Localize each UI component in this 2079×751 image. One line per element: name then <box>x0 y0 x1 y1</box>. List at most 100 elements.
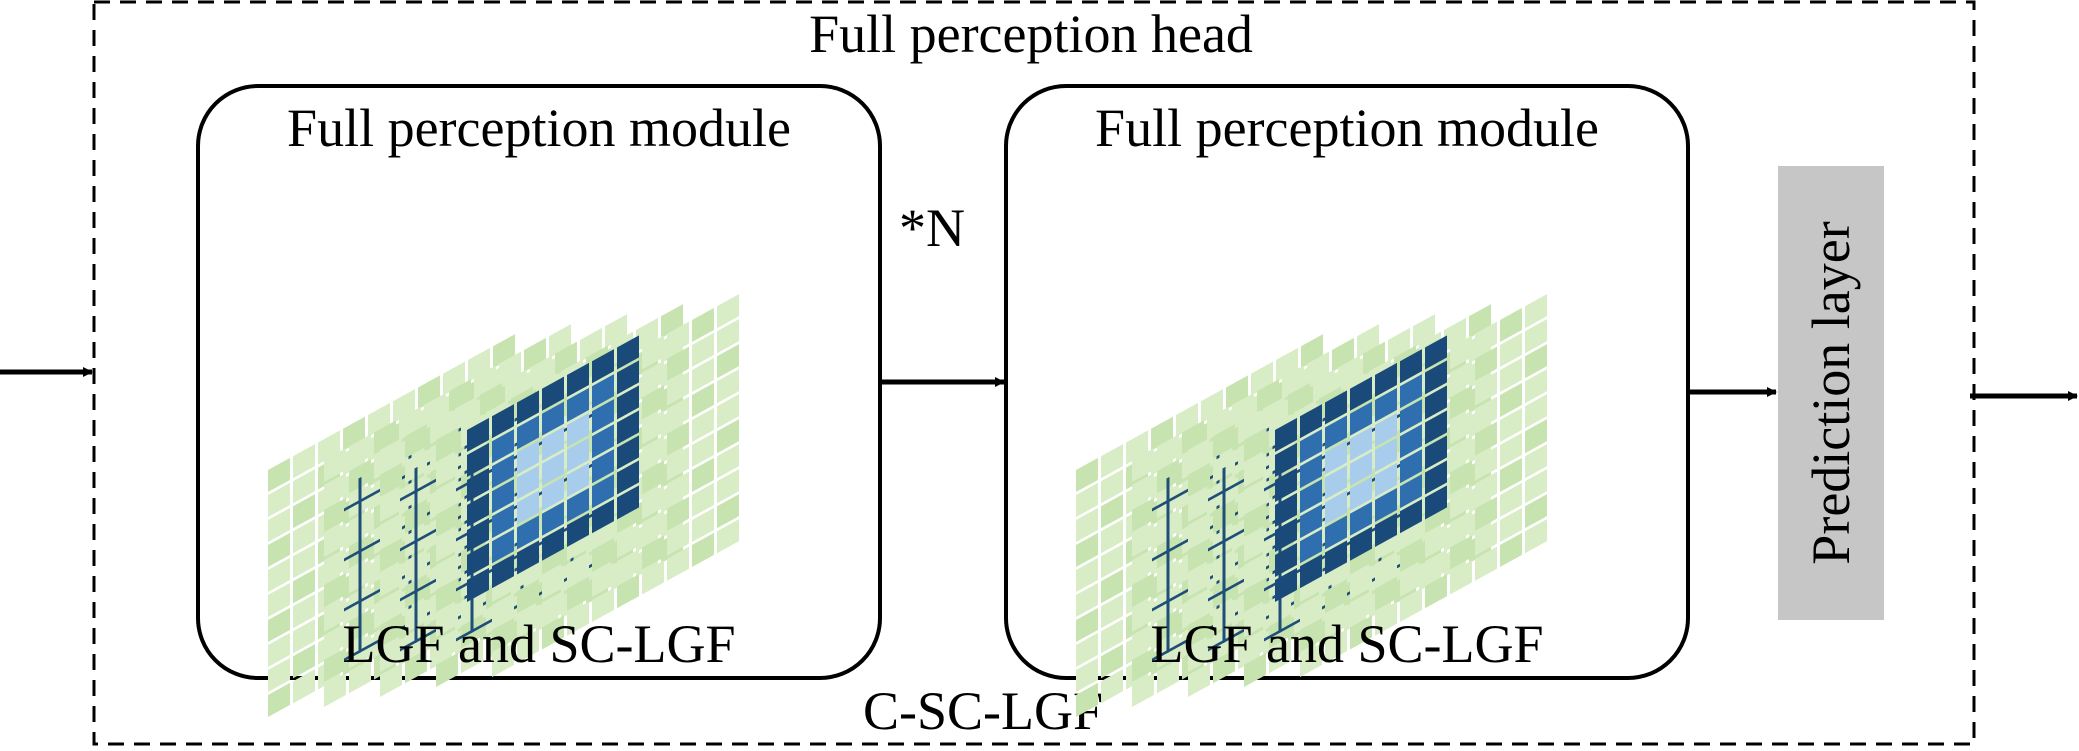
feature-cell <box>493 334 515 369</box>
prediction-layer-box <box>1778 166 1884 620</box>
core-cell <box>1350 376 1372 411</box>
feature-cell <box>1213 449 1235 484</box>
feature-cell <box>380 637 402 672</box>
core-cell <box>1350 526 1372 561</box>
feature-cell <box>1500 507 1522 542</box>
core-cell <box>492 454 514 489</box>
feature-cell <box>1475 546 1497 581</box>
feature-cell <box>474 365 496 400</box>
core-cell <box>1400 374 1422 409</box>
feature-cell <box>1350 590 1372 625</box>
feature-cell <box>592 587 614 622</box>
core-cell <box>1400 399 1422 434</box>
feature-cell <box>692 407 714 442</box>
feature-cell <box>418 375 440 410</box>
feature-cell <box>268 532 290 567</box>
feature-cell <box>1500 407 1522 442</box>
feature-cell <box>1188 462 1210 497</box>
feature-cell <box>1257 379 1279 414</box>
feature-cell <box>1188 562 1210 597</box>
feature-cell <box>324 572 346 607</box>
head-title: Full perception head <box>809 4 1253 64</box>
feature-cell <box>1375 576 1397 611</box>
feature-cell <box>1413 314 1435 349</box>
feature-cell <box>380 512 402 547</box>
core-cell <box>1325 415 1347 450</box>
feature-cell <box>380 587 402 622</box>
feature-cell <box>1500 432 1522 467</box>
feature-cell <box>1525 519 1547 554</box>
feature-cell <box>1157 659 1179 694</box>
core-cell <box>492 504 514 539</box>
feature-cell <box>1400 587 1422 622</box>
feature-cell <box>1363 341 1385 376</box>
feature-cell <box>293 594 315 629</box>
feature-cell <box>1300 617 1322 652</box>
feature-cell <box>1425 574 1447 609</box>
feature-cell <box>1101 544 1123 579</box>
core-cell <box>1325 440 1347 475</box>
feature-cell <box>1269 639 1291 674</box>
feature-cell <box>1238 410 1260 445</box>
core-cell <box>1300 529 1322 564</box>
feature-cell <box>380 462 402 497</box>
feature-cell <box>1076 507 1098 542</box>
core-cell <box>1400 449 1422 484</box>
core-cell <box>1350 501 1372 536</box>
feature-cell <box>492 592 514 627</box>
perception-head-box <box>92 0 1976 746</box>
feature-cell <box>455 396 477 431</box>
feature-cell <box>1101 619 1123 654</box>
feature-cell <box>1126 430 1148 465</box>
feature-cell <box>1450 510 1472 545</box>
feature-cell <box>380 662 402 697</box>
feature-cell <box>1375 551 1397 586</box>
feature-cell <box>692 432 714 467</box>
core-cell <box>1300 554 1322 589</box>
core-cell <box>567 362 589 397</box>
feature-cell <box>1475 396 1497 431</box>
feature-cell <box>1132 672 1154 707</box>
feature-cell <box>324 472 346 507</box>
feature-cell <box>1188 662 1210 697</box>
feature-cell <box>567 576 589 611</box>
feature-cell <box>1188 637 1210 672</box>
feature-cell <box>517 604 539 639</box>
feature-cell <box>1338 355 1360 390</box>
core-cell <box>1375 387 1397 422</box>
feature-cell <box>1188 612 1210 647</box>
feature-cell <box>1313 369 1335 404</box>
core-cell <box>592 349 614 384</box>
feature-cell <box>1132 622 1154 657</box>
feature-cell <box>324 522 346 557</box>
feature-cell <box>393 389 415 424</box>
feature-cell <box>1251 361 1273 396</box>
feature-cell <box>1132 522 1154 557</box>
feature-cell <box>1213 649 1235 684</box>
core-cell <box>1300 429 1322 464</box>
core-cell <box>1425 485 1447 520</box>
core-cell <box>617 360 639 395</box>
feature-cell <box>717 419 739 454</box>
core-cell <box>592 424 614 459</box>
feature-cell <box>1207 406 1229 441</box>
core-cell <box>617 410 639 445</box>
feature-cell <box>380 537 402 572</box>
feature-cell <box>617 549 639 584</box>
feature-cell <box>717 519 739 554</box>
feature-map-illustration-2 <box>1076 294 1547 717</box>
feature-cell <box>617 574 639 609</box>
feature-cell <box>1450 485 1472 520</box>
feature-cell <box>1450 335 1472 370</box>
feature-cell <box>1475 446 1497 481</box>
feature-cell <box>1475 496 1497 531</box>
attention-core-1 <box>467 335 639 602</box>
feature-cell <box>1475 471 1497 506</box>
feature-cell <box>1357 324 1379 359</box>
feature-cell <box>343 416 365 451</box>
feature-cell <box>374 420 396 455</box>
feature-cell <box>667 371 689 406</box>
feature-cell <box>1188 587 1210 622</box>
feature-cell <box>717 469 739 504</box>
feature-cell <box>1350 615 1372 650</box>
